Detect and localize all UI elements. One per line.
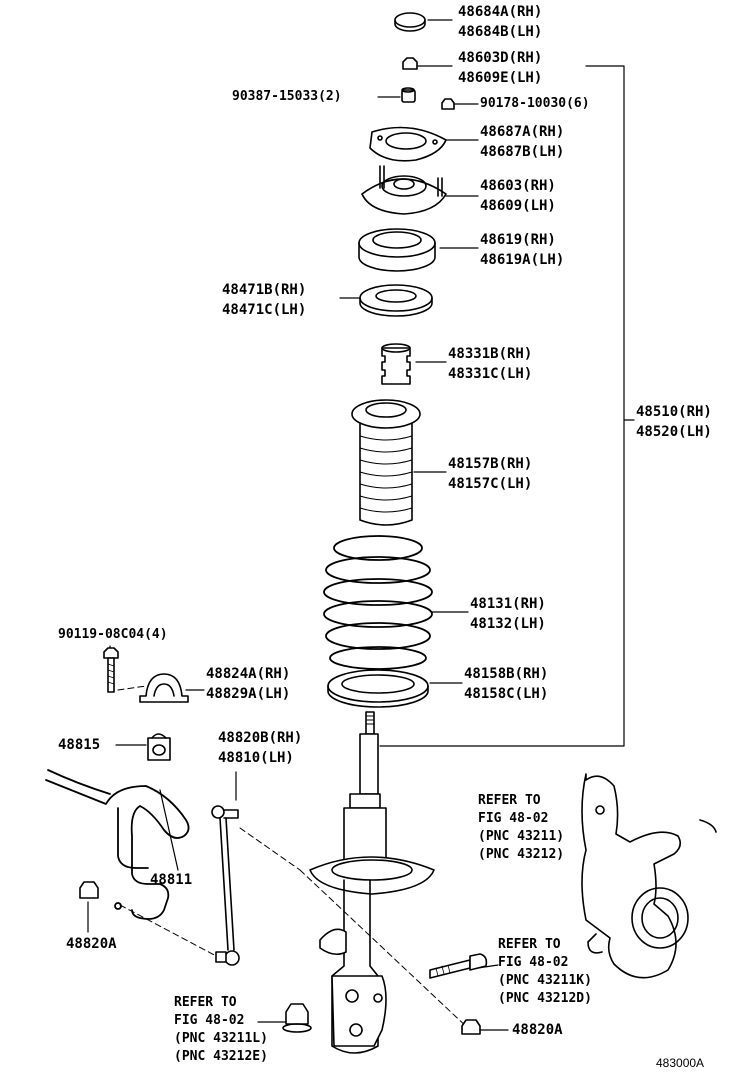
cap-48684 [394, 12, 426, 32]
part-number: 48820A [512, 1022, 563, 1038]
nut-48820a-left [79, 881, 99, 899]
part-number: 48811 [150, 872, 193, 888]
reference-bolt-right: REFER TO FIG 48-02 (PNC 43211K) (PNC 43212D… [498, 936, 592, 1008]
ref-line: (PNC 43211K) [498, 973, 592, 988]
part-number-lh: 48810(LH) [218, 750, 294, 766]
part-number-rh: 48619(RH) [480, 232, 556, 248]
stabilizer-bar-48811 [45, 769, 190, 920]
part-number: 90119-08C04(4) [58, 627, 168, 642]
diagram-id: 483000A [656, 1056, 705, 1070]
part-number-lh: 48609E(LH) [458, 70, 543, 86]
reference-knuckle: REFER TO FIG 48-02 (PNC 43211) (PNC 43212) [478, 792, 564, 864]
part-number: 90178-10030(6) [480, 96, 590, 111]
part-number-rh: 48331B(RH) [448, 346, 533, 362]
part-number-rh: 48684A(RH) [458, 4, 543, 20]
bearing-48619 [358, 228, 436, 272]
part-number-rh: 48824A(RH) [206, 666, 291, 682]
ref-line: (PNC 43212E) [174, 1049, 268, 1064]
callout-48131: 48131(RH) 48132(LH) [470, 594, 546, 634]
part-number-rh: 48603(RH) [480, 178, 556, 194]
callout-90387: 90387-15033(2) [232, 88, 342, 106]
part-number-rh: 48820B(RH) [218, 730, 303, 746]
callout-48471: 48471B(RH) 48471C(LH) [222, 280, 306, 320]
seal-48687 [369, 126, 447, 162]
callout-48684: 48684A(RH) 48684B(LH) [458, 2, 542, 42]
nut-48603d [402, 57, 418, 70]
ref-line: (PNC 43211L) [174, 1031, 268, 1046]
callout-90178: 90178-10030(6) [480, 95, 590, 113]
ref-line: FIG 48-02 [174, 1013, 245, 1028]
bracket-48824 [139, 673, 189, 703]
ref-line: REFER TO [174, 995, 237, 1010]
ref-line: REFER TO [478, 793, 541, 808]
part-number-lh: 48331C(LH) [448, 366, 533, 382]
part-number-lh: 48157C(LH) [448, 476, 533, 492]
callout-48820b: 48820B(RH) 48810(LH) [218, 728, 302, 768]
part-number-rh: 48158B(RH) [464, 666, 549, 682]
dashed-guides [117, 685, 471, 1031]
part-number-lh: 48684B(LH) [458, 24, 543, 40]
callout-90119: 90119-08C04(4) [58, 626, 168, 644]
stabilizer-link-48820b [211, 805, 240, 966]
ref-line: (PNC 43212) [478, 847, 565, 862]
part-number-lh: 48520(LH) [636, 424, 712, 440]
ref-line: (PNC 43211) [478, 829, 565, 844]
part-number-lh: 48471C(LH) [222, 302, 307, 318]
callout-48158: 48158B(RH) 48158C(LH) [464, 664, 548, 704]
callout-48815: 48815 [58, 735, 100, 755]
callout-48157: 48157B(RH) 48157C(LH) [448, 454, 532, 494]
part-number-rh: 48131(RH) [470, 596, 546, 612]
ref-line: (PNC 43212D) [498, 991, 592, 1006]
part-number-rh: 48510(RH) [636, 404, 712, 420]
part-number: 90387-15033(2) [232, 89, 342, 104]
part-number-lh: 48687B(LH) [480, 144, 565, 160]
support-48603 [361, 165, 447, 215]
bumper-48331 [381, 343, 411, 385]
part-number-lh: 48158C(LH) [464, 686, 549, 702]
callout-48603: 48603(RH) 48609(LH) [480, 176, 556, 216]
part-number-rh: 48603D(RH) [458, 50, 543, 66]
part-number-lh: 48829A(LH) [206, 686, 291, 702]
part-number: 48815 [58, 737, 101, 753]
bushing-90387 [401, 87, 416, 103]
bolt-right [429, 953, 488, 979]
callout-48603d: 48603D(RH) 48609E(LH) [458, 48, 542, 88]
bushing-48815 [147, 733, 171, 761]
insulator-48471 [359, 284, 433, 317]
part-number: 48820A [66, 936, 117, 952]
reference-nut-left: REFER TO FIG 48-02 (PNC 43211L) (PNC 43212E… [174, 994, 268, 1066]
ref-line: FIG 48-02 [498, 955, 569, 970]
spring-48131 [323, 535, 433, 670]
flange-nut-bottom [282, 1003, 312, 1033]
part-number-lh: 48609(LH) [480, 198, 556, 214]
part-number-lh: 48619A(LH) [480, 252, 565, 268]
part-number-rh: 48471B(RH) [222, 282, 307, 298]
strut-absorber [309, 711, 435, 1054]
callout-48820a-left: 48820A [66, 934, 117, 954]
boot-48157 [351, 399, 421, 526]
steering-knuckle [581, 773, 717, 979]
nut-90178 [441, 98, 455, 110]
bolt-90119 [103, 647, 119, 693]
part-number-lh: 48132(LH) [470, 616, 546, 632]
part-number-rh: 48157B(RH) [448, 456, 533, 472]
insulator-48158 [327, 669, 429, 708]
ref-line: FIG 48-02 [478, 811, 549, 826]
part-number-rh: 48687A(RH) [480, 124, 565, 140]
callout-48687: 48687A(RH) 48687B(LH) [480, 122, 564, 162]
callout-48619: 48619(RH) 48619A(LH) [480, 230, 564, 270]
ref-line: REFER TO [498, 937, 561, 952]
nut-48820a-bottom [461, 1019, 481, 1035]
callout-48510: 48510(RH) 48520(LH) [636, 402, 712, 442]
callout-48811: 48811 [150, 870, 192, 890]
callout-48331: 48331B(RH) 48331C(LH) [448, 344, 532, 384]
callout-48820a-bottom: 48820A [512, 1020, 563, 1040]
callout-48824: 48824A(RH) 48829A(LH) [206, 664, 290, 704]
